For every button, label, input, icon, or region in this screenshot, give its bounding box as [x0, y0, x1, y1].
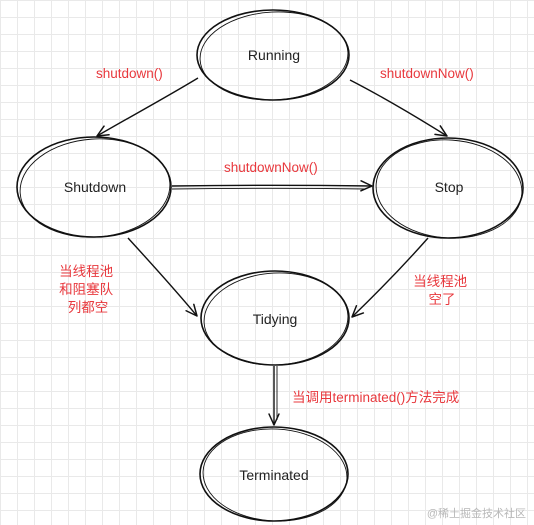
node-label-tidying: Tidying [253, 311, 298, 327]
edge-label-shutdown-to-tidying: 当线程池 和阻塞队 列都空 [59, 264, 117, 315]
watermark: @稀土掘金技术社区 [426, 508, 526, 520]
edge-label-tidying-to-terminated: 当调用terminated()方法完成 [292, 390, 459, 405]
edge-label-shutdown-to-tidying-line-2: 和阻塞队 [59, 281, 113, 297]
edge-label-shutdown-to-stop: shutdownNow() [224, 160, 318, 175]
node-tidying: Tidying [200, 270, 350, 366]
edge-stop-to-tidying [351, 237, 429, 318]
edge-running-to-stop [349, 79, 448, 137]
edge-shutdown-to-tidying [127, 237, 198, 317]
node-running: Running [196, 9, 350, 101]
edge-label-stop-to-tidying-line-2: 空了 [429, 292, 456, 307]
node-shutdown: Shutdown [16, 136, 172, 238]
edge-label-shutdown-to-tidying-line-3: 列都空 [68, 300, 109, 315]
edge-running-to-shutdown [96, 77, 199, 137]
edge-label-running-to-stop: shutdownNow() [380, 66, 474, 81]
node-label-stop: Stop [435, 179, 464, 195]
node-label-shutdown: Shutdown [64, 179, 126, 195]
edge-label-stop-to-tidying: 当线程池 空了 [413, 274, 471, 307]
edge-shutdown-to-stop [171, 180, 373, 192]
edge-label-running-to-shutdown: shutdown() [96, 66, 163, 81]
edge-label-shutdown-to-tidying-line-1: 当线程池 [59, 264, 113, 279]
node-terminated: Terminated [199, 426, 349, 522]
edge-tidying-to-terminated [268, 365, 280, 426]
edge-label-stop-to-tidying-line-1: 当线程池 [413, 274, 467, 289]
node-label-running: Running [248, 47, 300, 63]
node-stop: Stop [372, 137, 524, 239]
node-label-terminated: Terminated [239, 467, 308, 483]
